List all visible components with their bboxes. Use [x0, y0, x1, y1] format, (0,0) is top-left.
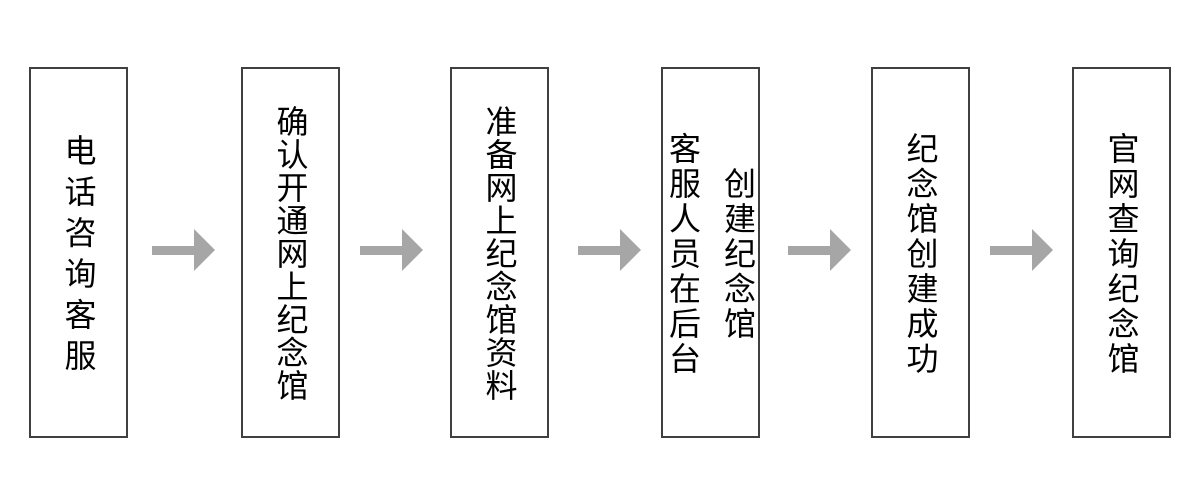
flow-step-label: 确认开通网上纪念馆 [272, 104, 309, 402]
arrow-head [402, 229, 423, 271]
flow-step-box-1: 电话咨询客服 [29, 67, 128, 438]
flow-step-label: 电话咨询客服 [60, 134, 97, 380]
arrow-shaft [788, 245, 830, 255]
arrow-shaft [578, 245, 620, 255]
flow-step-box-5: 纪念馆创建成功 [871, 67, 970, 438]
arrow-right-icon [578, 229, 641, 271]
arrow-head [830, 229, 851, 271]
flow-step-box-3: 准备网上纪念馆资料 [450, 67, 549, 438]
flow-step-label: 创建纪念馆 [720, 166, 756, 342]
arrow-shaft [990, 245, 1032, 255]
arrow-right-icon [788, 229, 851, 271]
flow-step-label: 纪念馆创建成功 [902, 131, 939, 377]
flow-step-label: 准备网上纪念馆资料 [481, 104, 518, 402]
flow-step-box-2: 确认开通网上纪念馆 [241, 67, 340, 438]
flow-step-label: 客服人员在后台 [665, 131, 701, 377]
arrow-right-icon [360, 229, 423, 271]
flow-step-box-4: 客服人员在后台 创建纪念馆 [661, 67, 760, 438]
flow-step-box-6: 官网查询纪念馆 [1072, 67, 1171, 438]
arrow-right-icon [152, 229, 215, 271]
flow-step-label: 官网查询纪念馆 [1103, 131, 1140, 377]
arrow-head [1032, 229, 1053, 271]
arrow-shaft [360, 245, 402, 255]
arrow-right-icon [990, 229, 1053, 271]
arrow-head [194, 229, 215, 271]
arrow-shaft [152, 245, 194, 255]
arrow-head [620, 229, 641, 271]
